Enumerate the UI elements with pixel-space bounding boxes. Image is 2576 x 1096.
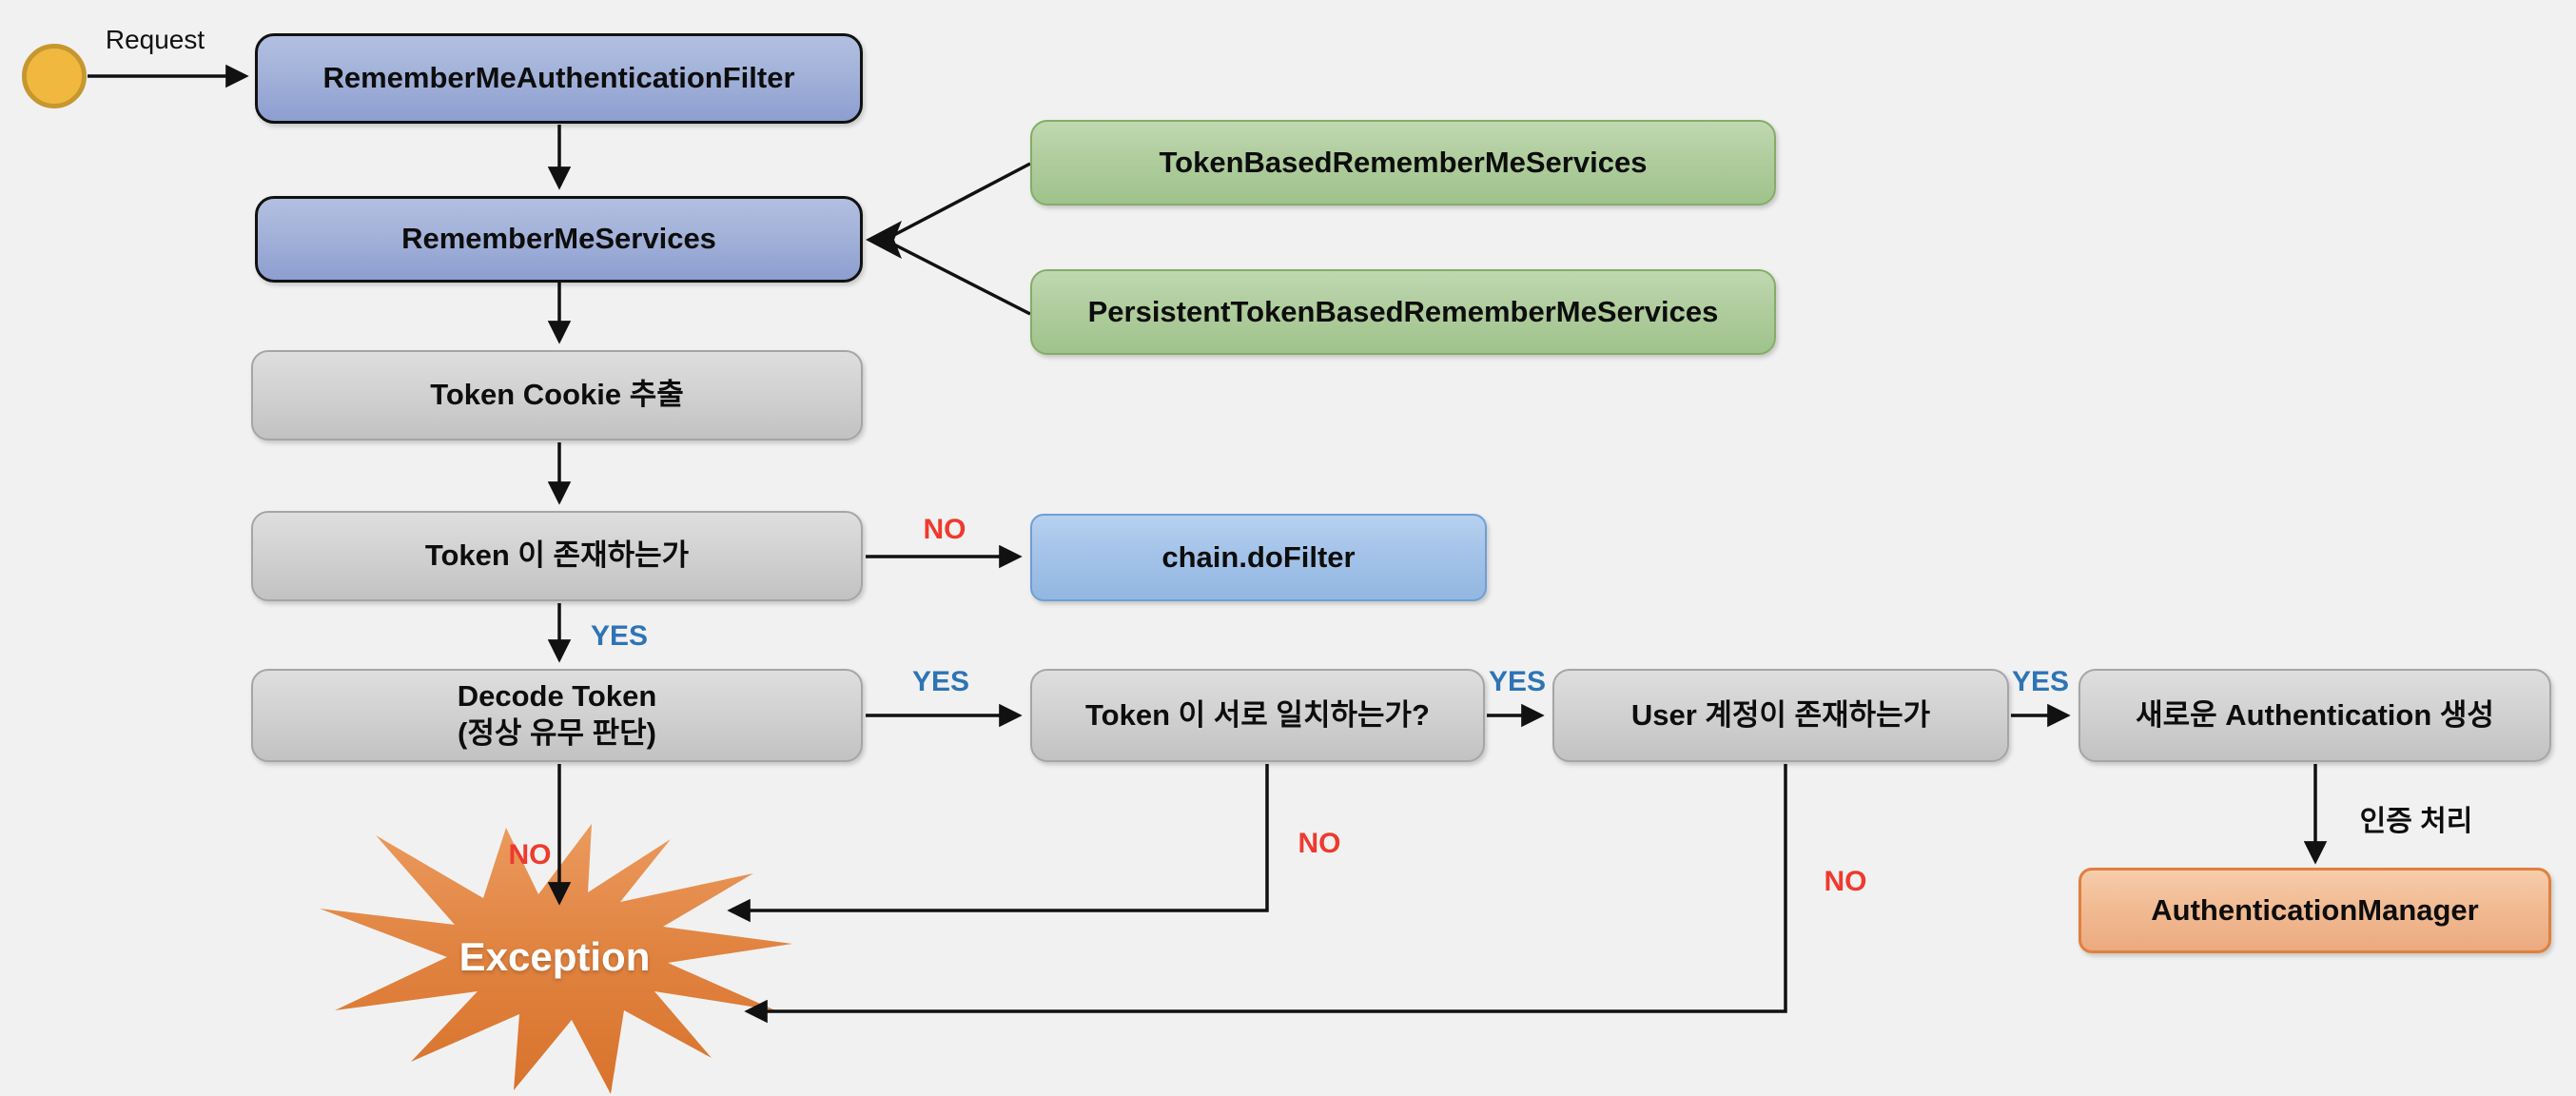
- edge-user-no-exception: [744, 764, 1787, 1024]
- node-label: TokenBasedRememberMeServices: [1159, 145, 1648, 179]
- node-label: RememberMeServices: [401, 222, 716, 256]
- node-label: chain.doFilter: [1161, 539, 1356, 574]
- label-yes-user-exists: YES: [2011, 666, 2070, 697]
- node-extract-token-cookie: Token Cookie 추출: [251, 350, 863, 440]
- node-label: RememberMeAuthenticationFilter: [322, 61, 795, 95]
- label-no-token-exists: NO: [923, 514, 966, 545]
- node-token-based-services: TokenBasedRememberMeServices: [1030, 120, 1776, 206]
- node-user-exists: User 계정이 존재하는가: [1552, 669, 2009, 762]
- label-yes-token-match: YES: [1488, 666, 1547, 697]
- edge-persistent-to-services: [891, 242, 1031, 316]
- node-rememberme-authentication-filter: RememberMeAuthenticationFilter: [255, 33, 863, 124]
- start-node: [22, 44, 87, 108]
- exception-starburst: [320, 824, 792, 1094]
- label-no-token-match: NO: [1298, 828, 1341, 859]
- node-persistent-token-based-services: PersistentTokenBasedRememberMeServices: [1030, 269, 1776, 355]
- node-label: 새로운 Authentication 생성: [2136, 697, 2494, 732]
- node-authentication-manager: AuthenticationManager: [2078, 868, 2551, 953]
- services-arrowhead: [866, 221, 902, 259]
- edge-match-no-exception: [727, 764, 1269, 923]
- node-chain-dofilter: chain.doFilter: [1030, 514, 1487, 601]
- node-label-line2: (정상 유무 판단): [458, 716, 656, 750]
- edge-tokenbased-to-services: [891, 162, 1031, 238]
- node-token-match: Token 이 서로 일치하는가?: [1030, 669, 1485, 762]
- node-rememberme-services: RememberMeServices: [255, 196, 863, 283]
- node-label: Token 이 존재하는가: [424, 538, 690, 573]
- label-no-decode: NO: [508, 839, 552, 871]
- node-label: User 계정이 존재하는가: [1630, 697, 1931, 732]
- node-label: Token Cookie 추출: [430, 378, 684, 412]
- node-label: AuthenticationManager: [2151, 892, 2479, 927]
- label-auth-process: 인증 처리: [2359, 806, 2473, 837]
- node-label: Token 이 서로 일치하는가?: [1085, 697, 1430, 732]
- node-label: PersistentTokenBasedRememberMeServices: [1087, 294, 1719, 328]
- node-label-line1: Decode Token: [457, 679, 657, 714]
- label-yes-token-exists: YES: [590, 620, 649, 652]
- node-token-exists: Token 이 존재하는가: [251, 511, 863, 601]
- label-no-user-exists: NO: [1824, 866, 1867, 897]
- request-label: Request: [105, 25, 205, 54]
- node-decode-token: Decode Token (정상 유무 판단): [251, 669, 863, 762]
- label-yes-decode: YES: [911, 666, 970, 697]
- node-create-authentication: 새로운 Authentication 생성: [2078, 669, 2551, 762]
- exception-label: Exception: [459, 934, 651, 979]
